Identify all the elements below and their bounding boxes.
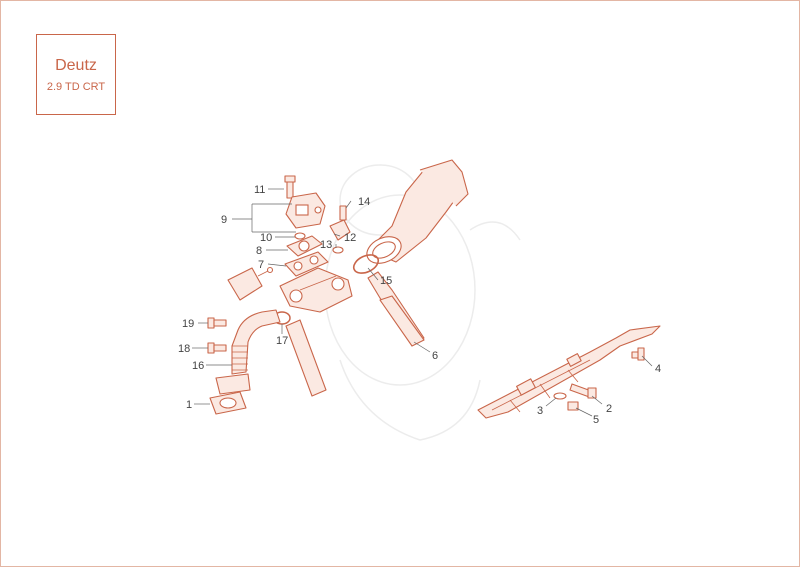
callout-11: 11 bbox=[254, 184, 265, 196]
callout-2: 2 bbox=[606, 403, 612, 415]
part-1-flange bbox=[209, 373, 251, 415]
callout-10: 10 bbox=[260, 232, 272, 244]
part-10-washer bbox=[294, 232, 306, 240]
upper-elbow-pipe bbox=[366, 159, 469, 264]
callout-17: 17 bbox=[276, 335, 288, 347]
callout-7: 7 bbox=[258, 259, 264, 271]
part-18-bolt bbox=[207, 342, 227, 354]
callout-5: 5 bbox=[593, 414, 599, 426]
part-4-bolt bbox=[631, 347, 645, 361]
callout-3: 3 bbox=[537, 405, 543, 417]
part-11-bolt bbox=[284, 175, 296, 199]
callout-18: 18 bbox=[178, 343, 190, 355]
part-16-flex-pipe bbox=[231, 309, 281, 375]
part-19-bolt bbox=[207, 317, 227, 329]
callout-6: 6 bbox=[432, 350, 438, 362]
part-3-washer bbox=[553, 392, 567, 400]
callout-9: 9 bbox=[221, 214, 227, 226]
part-5-nut bbox=[567, 401, 579, 411]
support-bracket-rail bbox=[477, 325, 661, 419]
part-15-o-ring bbox=[352, 254, 380, 274]
callout-19: 19 bbox=[182, 318, 194, 330]
egr-valve-body bbox=[279, 267, 353, 313]
callout-1: 1 bbox=[186, 399, 192, 411]
callout-14: 14 bbox=[358, 196, 370, 208]
model-label: 2.9 TD CRT bbox=[46, 81, 106, 93]
callout-4: 4 bbox=[655, 363, 661, 375]
part-7-gasket bbox=[284, 251, 329, 277]
callouts: 1 2 3 4 5 6 7 8 9 10 11 12 13 14 15 16 1… bbox=[178, 184, 661, 426]
callout-12: 12 bbox=[344, 232, 356, 244]
part-13-washer bbox=[332, 246, 344, 254]
actuator-block bbox=[227, 266, 274, 301]
brand-label: Deutz bbox=[55, 57, 97, 74]
callout-15: 15 bbox=[380, 275, 392, 287]
part-17-cylinder bbox=[285, 319, 327, 397]
part-8-plate bbox=[286, 235, 323, 257]
leader-lines bbox=[192, 188, 653, 417]
part-6-cylinder bbox=[367, 271, 425, 347]
part-14-bolt bbox=[339, 205, 347, 221]
callout-13: 13 bbox=[320, 239, 332, 251]
part-12-connector bbox=[329, 219, 351, 241]
callout-16: 16 bbox=[192, 360, 204, 372]
part-9-bracket bbox=[285, 192, 326, 229]
part-2-bolt bbox=[569, 383, 597, 399]
title-box: Deutz 2.9 TD CRT bbox=[36, 34, 116, 115]
callout-8: 8 bbox=[256, 245, 262, 257]
